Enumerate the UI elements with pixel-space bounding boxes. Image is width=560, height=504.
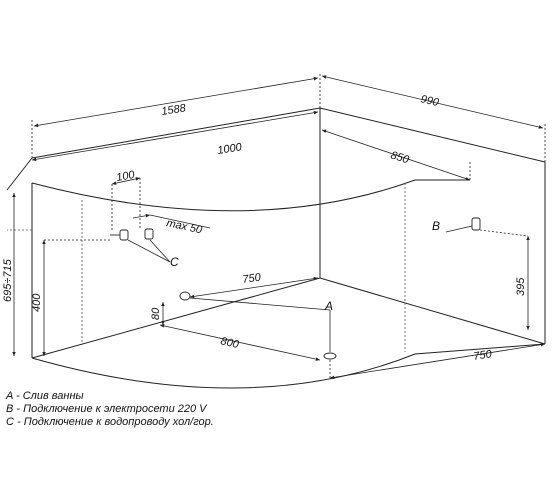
leader-lines [127,225,473,352]
fittings [110,217,481,360]
dim-1588: 1588 [161,102,188,118]
dim-750-bottom: 750 [473,348,494,363]
dim-80: 80 [150,307,162,320]
dim-100: 100 [115,169,136,184]
dim-695-715: 695÷715 [2,258,14,302]
legend-item-c: C - Подключение к водопроводу хол/гор. [6,416,214,428]
dim-395: 395 [515,277,527,296]
bathtub-outline [6,107,546,389]
legend-item-a: A - Слив ванны [6,390,84,402]
dim-400: 400 [31,293,43,312]
legend: A - Слив ванны B - Подключение к электро… [6,390,214,429]
dimension-lines [12,72,546,380]
dim-max-50: max 50 [165,217,204,236]
dim-1000: 1000 [217,141,244,157]
dim-990: 990 [419,93,440,109]
drain-bottom-icon [323,352,337,360]
marker-b: B [432,219,440,233]
marker-c: C [170,255,179,269]
dim-850: 850 [389,149,411,166]
dim-750-top: 750 [242,271,263,286]
dim-800: 800 [219,335,240,351]
tub-hidden-lines [7,183,406,352]
legend-item-b: B - Подключение к электросети 220 V [6,403,207,415]
water-inlet-left-icon [119,229,129,241]
electric-connection-icon [471,217,481,231]
drain-top-icon [179,291,191,301]
marker-a: A [324,299,333,313]
water-inlet-right-icon [144,228,154,240]
